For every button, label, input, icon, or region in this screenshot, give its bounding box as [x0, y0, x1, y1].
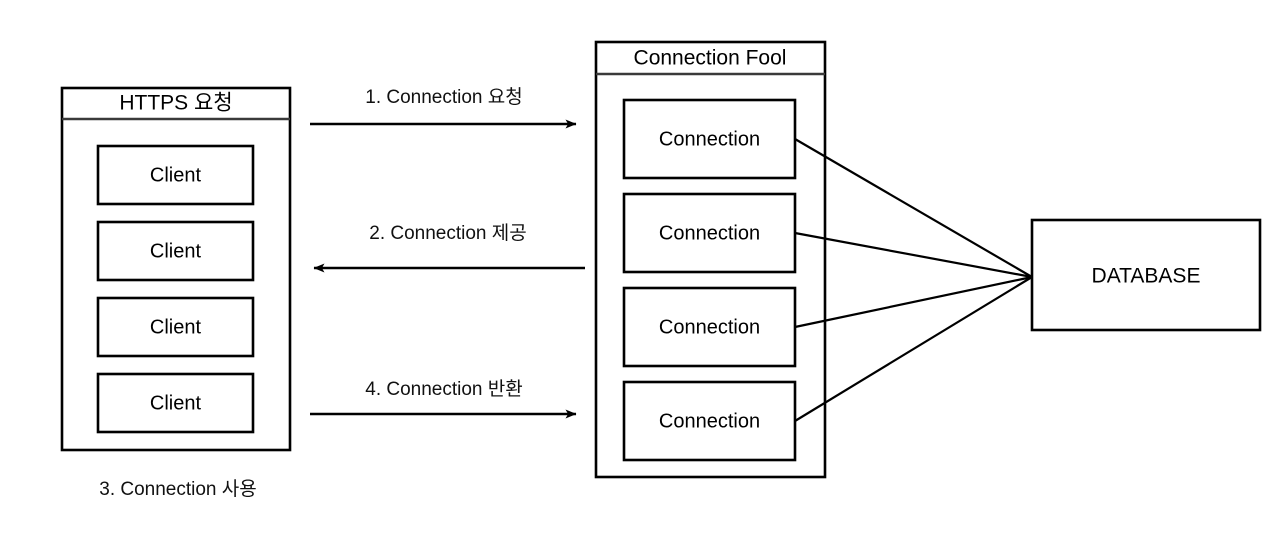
connection-box-frame[interactable]: [622, 192, 797, 274]
connection-box-frame[interactable]: [622, 286, 797, 368]
client-box-label: Client: [150, 240, 202, 262]
client-box-frame[interactable]: [96, 372, 255, 434]
flow-arrow-2-label: 2. Connection 제공: [369, 222, 527, 244]
diagram-caption: 3. Connection 사용: [99, 478, 257, 500]
database-box-frame[interactable]: [1030, 218, 1262, 332]
connection-box-label: Connection: [659, 316, 760, 338]
client-box-label: Client: [150, 392, 202, 414]
flow-arrow-3-label: 4. Connection 반환: [365, 378, 523, 400]
client-item[interactable]: Client: [96, 296, 255, 358]
client-item[interactable]: Client: [96, 220, 255, 282]
connection-box-label: Connection: [659, 410, 760, 432]
pool-database-link-1: [794, 138, 1033, 278]
connection-box-label: Connection: [659, 128, 760, 150]
connection-item[interactable]: Connection: [622, 380, 797, 462]
client-item[interactable]: Client: [96, 144, 255, 206]
database-label: DATABASE: [1092, 265, 1201, 288]
database-node[interactable]: DATABASE: [1030, 218, 1262, 332]
pool-database-link-2: [794, 231, 1033, 279]
connection-box-frame[interactable]: [622, 380, 797, 462]
connection-item[interactable]: Connection: [622, 98, 797, 180]
client-box-frame[interactable]: [96, 296, 255, 358]
pool-container: Connection Fool Connection Connection Co…: [594, 40, 827, 479]
flow-arrow-2: 2. Connection 제공: [313, 222, 585, 273]
flow-arrow-3: 4. Connection 반환: [310, 378, 577, 419]
connection-item[interactable]: Connection: [622, 192, 797, 274]
pool-database-link-3: [794, 275, 1033, 329]
client-box-frame[interactable]: [96, 220, 255, 282]
pool-container-header: Connection Fool: [634, 47, 787, 70]
connection-box-label: Connection: [659, 222, 760, 244]
connection-box-frame[interactable]: [622, 98, 797, 180]
flow-arrow-1-label: 1. Connection 요청: [365, 86, 523, 108]
pool-to-database-links: [794, 138, 1033, 422]
client-container: HTTPS 요청 Client Client Client Client: [60, 86, 292, 452]
client-box-frame[interactable]: [96, 144, 255, 206]
client-box-label: Client: [150, 316, 202, 338]
connection-item[interactable]: Connection: [622, 286, 797, 368]
flow-arrow-1: 1. Connection 요청: [310, 86, 577, 129]
pool-database-link-4: [794, 276, 1033, 422]
client-container-header: HTTPS 요청: [119, 92, 232, 115]
client-box-label: Client: [150, 164, 202, 186]
client-item[interactable]: Client: [96, 372, 255, 434]
